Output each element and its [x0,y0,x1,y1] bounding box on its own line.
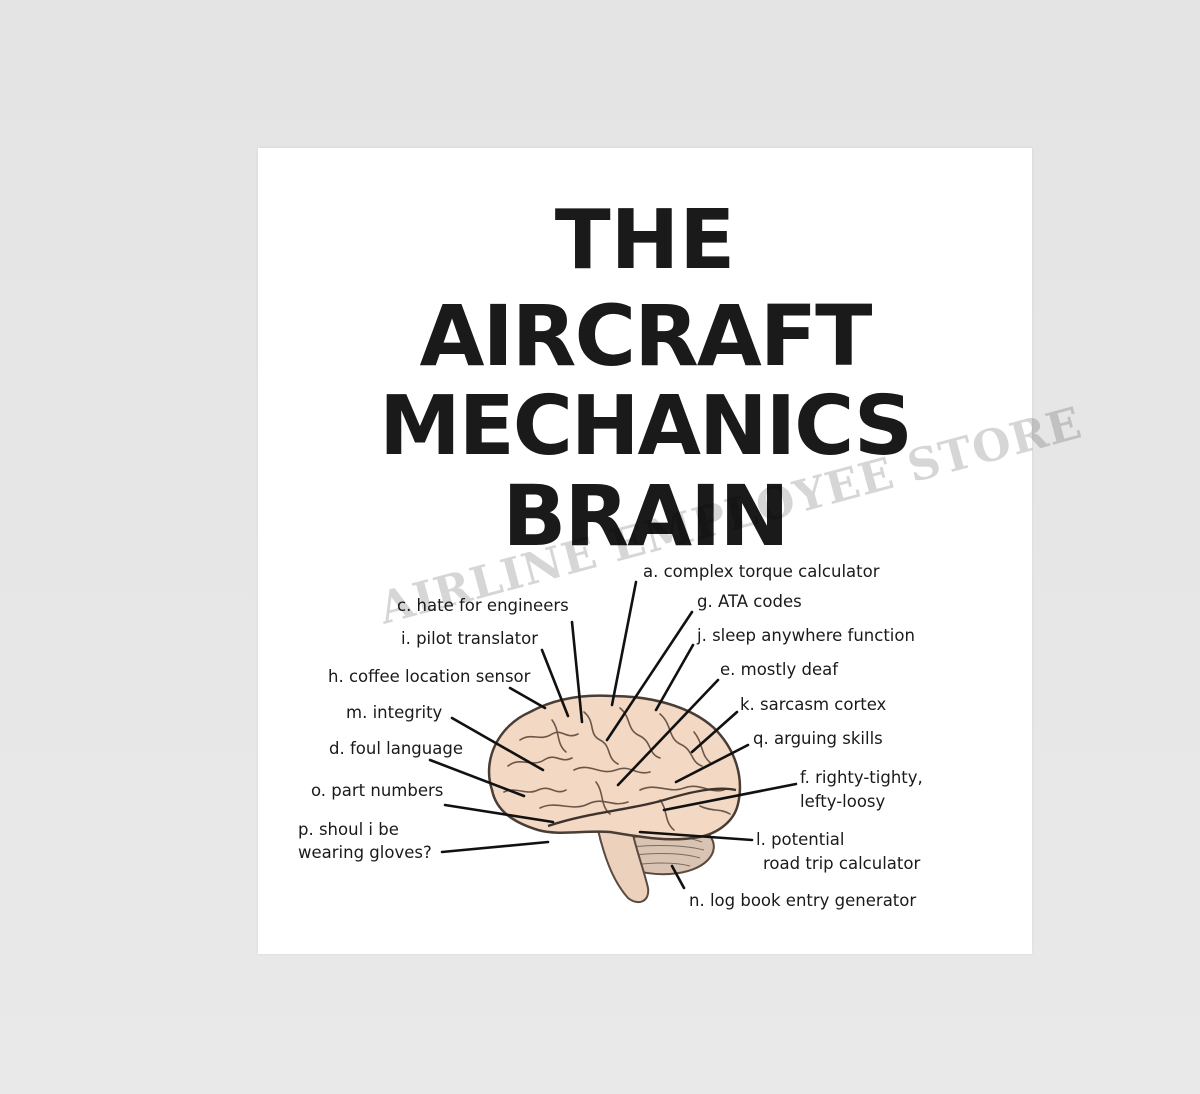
leader-e [616,678,720,787]
title-line-1: THE [554,193,736,288]
leader-q [674,743,750,784]
title-line-4: BRAIN [502,467,789,565]
label-l-line1: l. potential [756,830,844,849]
leader-l [638,830,754,842]
brainstem [596,829,650,904]
label-l-line2: road trip calculator [763,854,920,873]
watermark-text: AIRLINE EMPLOYEE STORE [373,398,1088,635]
title-line-2: AIRCRAFT [419,287,873,385]
label-j: j. sleep anywhere function [696,626,915,645]
label-k: k. sarcasm cortex [740,695,887,714]
leader-o [443,803,555,824]
label-o: o. part numbers [311,781,443,800]
label-g: g. ATA codes [697,592,802,611]
leader-k [690,710,739,754]
leader-i [540,648,570,718]
label-p-line2: wearing gloves? [298,843,432,862]
leader-g [605,610,694,742]
leader-c [570,620,584,724]
title-line-3: MECHANICS [379,379,913,474]
leader-n [670,864,686,890]
label-p-line1: p. shoul i be [298,820,399,839]
label-q: q. arguing skills [753,729,883,748]
leader-m [450,716,545,772]
label-m: m. integrity [346,703,443,722]
label-d: d. foul language [329,739,463,758]
leader-d [428,758,526,798]
label-c: c. hate for engineers [397,596,569,615]
label-f-line1: f. righty-tighty, [800,768,923,787]
leader-j [654,643,695,712]
leader-a [610,580,638,707]
label-i: i. pilot translator [401,629,538,648]
leader-p [440,840,550,854]
label-n: n. log book entry generator [689,891,916,910]
leader-lines [428,580,798,890]
label-f-line2: lefty-loosy [800,792,886,811]
label-e: e. mostly deaf [720,660,839,679]
label-a: a. complex torque calculator [643,562,880,581]
brain-illustration [487,694,742,904]
leader-f [662,782,798,812]
label-h: h. coffee location sensor [328,667,531,686]
labels: a. complex torque calculator c. hate for… [298,562,923,910]
leader-h [508,686,547,710]
